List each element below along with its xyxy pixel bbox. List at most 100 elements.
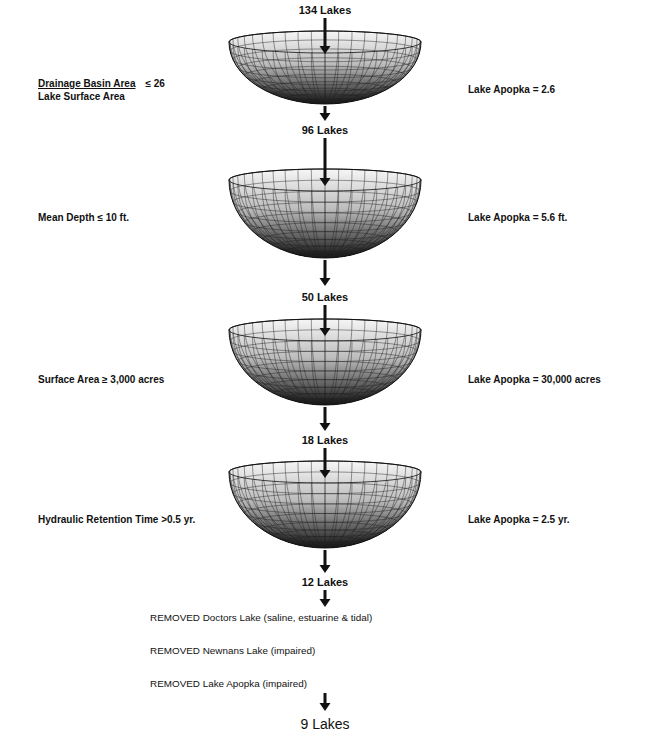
count-label: 50 Lakes [302, 291, 348, 304]
mesh-line [244, 336, 325, 405]
criterion-label: Hydraulic Retention Time >0.5 yr. [38, 514, 195, 526]
bowl-fill [229, 461, 421, 548]
bowl-outline [229, 461, 421, 548]
value-label: Lake Apopka = 2.5 yr. [468, 514, 570, 526]
mesh-line [325, 483, 339, 549]
criterion-label: ≤ 26 [145, 78, 164, 90]
mesh-line [298, 461, 325, 548]
mesh-line [325, 177, 417, 258]
mesh-line [325, 478, 406, 548]
arrow-shaft [324, 18, 327, 47]
arrow-shaft [324, 407, 327, 424]
arrow-head [320, 565, 331, 573]
mesh-line [325, 467, 412, 548]
flow-arrow [320, 305, 331, 336]
arrow-head [320, 328, 331, 336]
mesh-line [325, 336, 406, 405]
arrow-shaft [324, 693, 327, 704]
mesh-line [325, 47, 412, 105]
mesh-line [325, 479, 398, 548]
mesh-line [298, 169, 325, 258]
arrow-shaft [324, 305, 327, 329]
mesh-line [244, 324, 325, 405]
mesh-line [311, 53, 325, 105]
arrow-head [320, 599, 331, 607]
mesh-line [285, 462, 325, 548]
mesh-line [325, 333, 417, 405]
mesh-line [325, 187, 398, 258]
value-label: Lake Apopka = 5.6 ft. [468, 212, 567, 224]
mesh-line [325, 40, 420, 104]
mesh-line [244, 36, 325, 104]
mesh-line [325, 175, 412, 258]
arrow-shaft [324, 260, 327, 279]
mesh-line [252, 337, 325, 405]
flow-arrow [320, 550, 331, 573]
value-label: Lake Apopka = 2.6 [468, 84, 555, 96]
mesh-line [325, 319, 352, 405]
mesh-line [325, 320, 365, 405]
mesh-line [325, 475, 417, 548]
arrow-shaft [324, 448, 327, 471]
mesh-line [325, 31, 352, 104]
count-label: 134 Lakes [299, 4, 352, 17]
flow-arrow [320, 448, 331, 478]
mesh-line [325, 469, 417, 548]
mesh-line [298, 319, 325, 405]
mesh-line [325, 170, 365, 258]
arrow-head [320, 46, 331, 54]
mesh-line [252, 49, 325, 104]
flow-arrow [320, 407, 331, 431]
mesh-line [244, 466, 325, 548]
arrow-shaft [324, 106, 327, 114]
mesh-line [262, 338, 325, 405]
mesh-line [298, 191, 325, 259]
criterion-label: Drainage Basin Area [38, 78, 135, 90]
flow-arrow [320, 138, 331, 186]
mesh-line [325, 48, 406, 104]
mesh-line [325, 338, 388, 405]
mesh-line [325, 169, 352, 258]
mesh-line [325, 324, 406, 405]
mesh-line [325, 53, 339, 105]
criterion-label: Lake Surface Area [38, 91, 125, 103]
mesh-line [285, 32, 325, 104]
flow-arrow [320, 693, 331, 711]
arrow-head [320, 423, 331, 431]
mesh-line [244, 478, 325, 548]
arrow-head [320, 278, 331, 286]
mesh-line [325, 51, 377, 104]
bowl [229, 461, 421, 549]
mesh-line [244, 48, 325, 104]
mesh-line [230, 178, 325, 258]
arrow-shaft [324, 138, 327, 179]
mesh-line [325, 188, 388, 258]
mesh-line [233, 183, 325, 258]
mesh-line [262, 188, 325, 258]
arrow-head [320, 703, 331, 711]
mesh-line [285, 170, 325, 258]
mesh-line [325, 466, 406, 548]
mesh-line [311, 341, 325, 406]
mesh-line [252, 187, 325, 258]
mesh-line [325, 173, 398, 258]
mesh-line [285, 52, 325, 105]
count-label: 9 Lakes [300, 716, 349, 732]
mesh-line [325, 462, 365, 548]
mesh-line [262, 480, 325, 548]
mesh-line [325, 341, 352, 406]
mesh-line [325, 470, 420, 548]
bowl [229, 169, 421, 259]
mesh-line [233, 333, 325, 405]
bowl-outline [229, 169, 421, 258]
arrow-head [320, 113, 331, 121]
mesh-line [311, 31, 325, 104]
arrow-shaft [324, 590, 327, 600]
bowl-mesh [229, 169, 421, 259]
mesh-line [311, 483, 325, 549]
bowl-mesh [229, 461, 421, 549]
mesh-line [298, 341, 325, 406]
removal-note: REMOVED Lake Apopka (impaired) [150, 678, 307, 689]
mesh-line [325, 483, 352, 549]
